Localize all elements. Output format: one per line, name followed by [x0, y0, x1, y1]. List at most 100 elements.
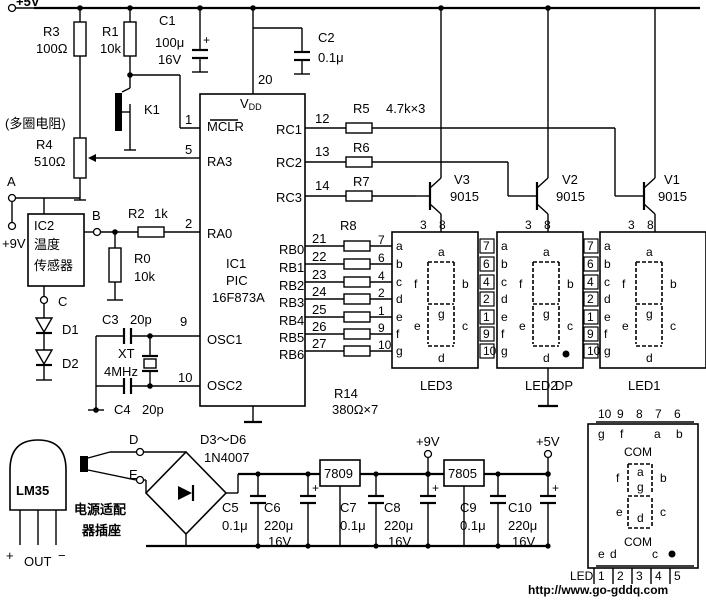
- svg-text:V2: V2: [562, 172, 578, 187]
- segment-letter: f: [519, 277, 523, 291]
- svg-text:2: 2: [185, 216, 192, 231]
- capacitor-C5: C50.1μ: [222, 471, 266, 549]
- pinout-bottom-pin: 1: [598, 569, 605, 583]
- bus-pin-label: 1: [483, 310, 490, 324]
- ic1-rb-pins: R8 RB0 RB1 RB2 RB3 RB4 RB5 RB6 21 22 23 …: [279, 218, 378, 417]
- rb-seg-pin-label: 9: [378, 321, 385, 335]
- rb-seg-pin-label: 1: [378, 304, 385, 318]
- svg-text:(多圈电阻): (多圈电阻): [5, 116, 66, 131]
- svg-text:+: +: [312, 481, 319, 495]
- bus-pin-label: 7: [587, 239, 594, 253]
- c2-capacitor: C2 0.1μ: [252, 8, 344, 94]
- pinout-bottom-pin: 5: [674, 569, 681, 583]
- svg-text:16F873A: 16F873A: [212, 290, 265, 305]
- pinout-top-label: g: [598, 427, 605, 441]
- segment-letter: d: [604, 292, 611, 306]
- ic1-left-pins: 1 5 2 9 10: [178, 112, 200, 385]
- segment-letter: d: [438, 351, 445, 365]
- vcc-rail: +5V: [7, 0, 700, 13]
- svg-text:OSC2: OSC2: [207, 378, 242, 393]
- svg-text:e: e: [616, 505, 623, 519]
- svg-text:g: g: [637, 480, 644, 494]
- svg-text:R6: R6: [353, 140, 370, 155]
- pinout-bottom-pin: 3: [636, 569, 643, 583]
- vcc-label: +5V: [16, 0, 40, 9]
- svg-text:PIC: PIC: [226, 273, 248, 288]
- svg-text:RB2: RB2: [279, 278, 304, 293]
- c1-capacitor: + C1 100μ 16V: [155, 8, 210, 73]
- pinout-top-pin: 8: [636, 407, 643, 421]
- segment-letter: b: [501, 257, 508, 271]
- svg-text:D3～D6: D3～D6: [200, 432, 246, 447]
- segment-letter: g: [438, 307, 445, 321]
- svg-text:C2: C2: [318, 30, 335, 45]
- svg-text:R4: R4: [36, 137, 53, 152]
- segment-letter: e: [501, 310, 508, 324]
- r4-potentiometer: (多圈电阻) R4 510Ω: [5, 116, 186, 201]
- k1-pushbutton: K1: [115, 87, 160, 151]
- cap-value: 220μ: [384, 518, 413, 533]
- svg-text:RC1: RC1: [276, 122, 302, 137]
- segment-letter: b: [670, 277, 677, 291]
- cap-value: 0.1μ: [340, 518, 366, 533]
- ic2-temperature-sensor: IC2 温度 传感器 B C: [27, 208, 102, 309]
- svg-text:传感器: 传感器: [34, 258, 73, 273]
- svg-text:IC2: IC2: [34, 218, 54, 233]
- segment-letter: d: [501, 292, 508, 306]
- svg-text:21: 21: [312, 231, 326, 246]
- segment-letter: c: [567, 319, 573, 333]
- segment-letter: e: [414, 319, 421, 333]
- svg-text:4MHz: 4MHz: [104, 364, 138, 379]
- rb-seg-pin-label: 10: [378, 338, 392, 352]
- svg-text:25: 25: [312, 302, 326, 317]
- svg-text:b: b: [660, 471, 667, 485]
- svg-text:7809: 7809: [324, 466, 353, 481]
- segment-letter: a: [646, 245, 653, 259]
- pinout-com-bottom: COM: [624, 535, 652, 549]
- svg-text:D2: D2: [62, 356, 79, 371]
- bus-pin-label: 9: [587, 327, 594, 341]
- capacitor-C7: C70.1μ: [340, 471, 384, 549]
- svg-text:+: +: [6, 548, 14, 563]
- svg-text:VDD: VDD: [240, 96, 262, 112]
- segment-letter: c: [396, 275, 402, 289]
- svg-text:C4: C4: [114, 402, 131, 417]
- pinout-top-label: f: [620, 427, 624, 441]
- svg-text:RB1: RB1: [279, 260, 304, 275]
- svg-text:26: 26: [312, 319, 326, 334]
- pinout-top-pin: 6: [674, 407, 681, 421]
- v1-transistor: V1 9015: [548, 7, 687, 232]
- rb-seg-pin-label: 6: [378, 251, 385, 265]
- power-input: D E 电源适配 器插座: [74, 432, 186, 538]
- svg-text:f: f: [616, 471, 620, 485]
- pinout-top-label: a: [654, 427, 661, 441]
- rb-resistor: [343, 240, 371, 252]
- svg-text:R5: R5: [353, 101, 370, 116]
- svg-text:9: 9: [180, 314, 187, 329]
- segment-letter: e: [622, 319, 629, 333]
- display-name: LED1: [628, 378, 661, 393]
- svg-text:+: +: [552, 481, 559, 495]
- pinout-top-pin: 9: [617, 407, 624, 421]
- r2-r0-resistors: R2 1k R0 10k: [101, 206, 200, 301]
- display-name: LED3: [420, 378, 453, 393]
- rb-resistor: [343, 293, 371, 305]
- svg-text:RB0: RB0: [279, 242, 304, 257]
- segment-letter: b: [396, 257, 403, 271]
- svg-text:RB3: RB3: [279, 295, 304, 310]
- regulators: 7809 7805 +9V +5V: [319, 434, 560, 546]
- cap-name: C9: [460, 500, 477, 515]
- svg-text:+5V: +5V: [536, 434, 560, 449]
- segment-letter: b: [567, 277, 574, 291]
- segment-letter: d: [646, 351, 653, 365]
- bus-pin-label: 7: [483, 239, 490, 253]
- segment-letter: a: [501, 239, 508, 253]
- svg-text:RA3: RA3: [207, 154, 232, 169]
